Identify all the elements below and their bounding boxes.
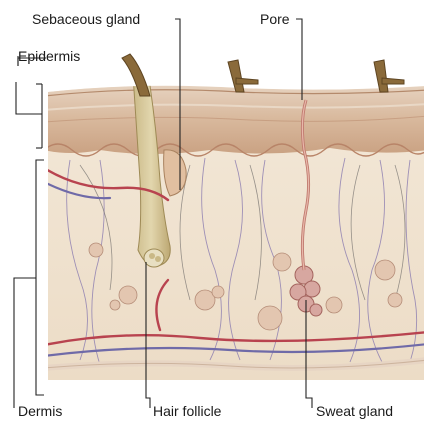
label-sweat-gland: Sweat gland	[316, 403, 393, 419]
label-sebaceous-gland: Sebaceous gland	[32, 11, 140, 27]
label-epidermis: Epidermis	[18, 48, 80, 64]
label-pore: Pore	[260, 11, 290, 27]
label-hair-follicle: Hair follicle	[153, 403, 221, 419]
label-dermis: Dermis	[18, 403, 62, 419]
dermis-tissue	[44, 60, 428, 384]
